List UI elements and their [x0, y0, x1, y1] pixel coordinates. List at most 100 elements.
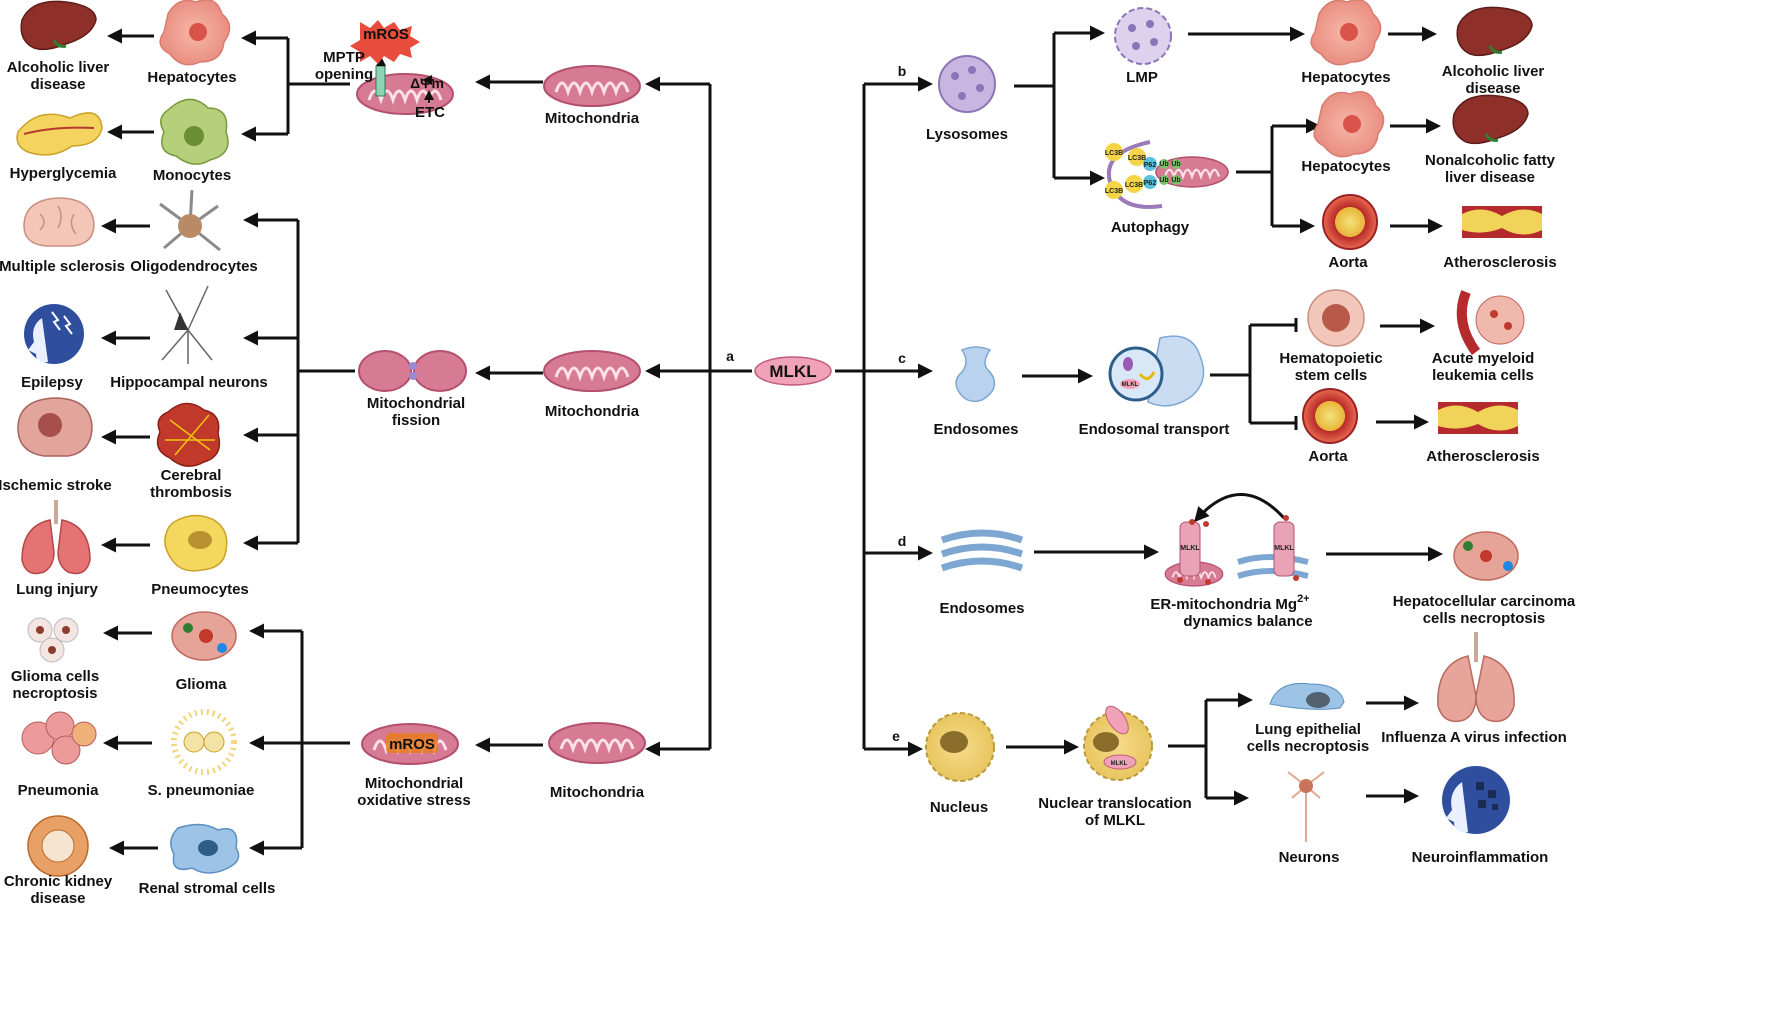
mitochondria-icon: [547, 721, 647, 765]
lung-epithelial-icon: [1269, 682, 1345, 710]
hyperglycemia-label: Hyperglycemia: [10, 165, 117, 182]
hcc-cells-icon: [1453, 531, 1519, 581]
neurons-label: Neurons: [1279, 849, 1340, 866]
right-b-branch: Lysosomes LMP LC3B LC3B LC3B LC3B P62 P6…: [926, 0, 1557, 271]
hepatocytes-label: Hepatocytes: [1301, 69, 1390, 86]
mros-stress-label: mROS: [389, 736, 435, 753]
fission-line1: Mitochondrial: [367, 395, 465, 412]
glioma-cells-line2: necroptosis: [12, 685, 97, 702]
lc3b-tag: LC3B: [1125, 182, 1143, 189]
cerebral-line1: Cerebral: [161, 467, 222, 484]
left-top-branch: Mitochondria mROS MPTP opening ΔΨm ETC H…: [7, 0, 642, 184]
s-pneumoniae-label: S. pneumoniae: [148, 782, 255, 799]
ub-tag: Ub: [1159, 177, 1168, 184]
balance-line2: dynamics balance: [1183, 613, 1312, 630]
lungs-icon: [21, 500, 91, 575]
er-mitochondria-icon: [1164, 515, 1309, 587]
lc3b-tag: LC3B: [1105, 150, 1123, 157]
mptp-line1: MPTP: [323, 49, 365, 66]
mitochondria-icon: [542, 64, 642, 108]
mlkl-tag: MLKL: [1122, 382, 1139, 388]
renal-stromal-cell-icon: [170, 823, 240, 874]
hepatocyte-icon: [159, 0, 231, 66]
ald-line1: Alcoholic liver: [1442, 63, 1545, 80]
fission-line2: fission: [392, 412, 440, 429]
left-mid-branch: Mitochondria Mitochondrial fission Oligo…: [0, 189, 642, 598]
ckd-line2: disease: [30, 890, 85, 907]
mitochondria-label: Mitochondria: [550, 784, 645, 801]
nuclear-translocation-icon: [1083, 705, 1153, 781]
epilepsy-head-icon: [24, 304, 84, 364]
balance-line1: ER-mitochondria Mg2+: [1150, 593, 1309, 613]
mlkl-center: MLKL: [754, 356, 832, 386]
nafld-line1: Nonalcoholic fatty: [1425, 152, 1556, 169]
atherosclerosis-vessel-icon: [1438, 402, 1518, 434]
monocytes-label: Monocytes: [153, 167, 231, 184]
endosomes-label: Endosomes: [939, 600, 1024, 617]
alcoholic-liver-line2: disease: [30, 76, 85, 93]
multiple-sclerosis-label: Multiple sclerosis: [0, 258, 125, 275]
mitochondria-icon: [542, 349, 642, 393]
nucleus-label: Nucleus: [930, 799, 988, 816]
mlkl-label: MLKL: [769, 362, 816, 381]
ckd-line1: Chronic kidney: [4, 873, 113, 890]
endosomes-label: Endosomes: [933, 421, 1018, 438]
translocation-line1: Nuclear translocation: [1038, 795, 1191, 812]
mros-burst-icon: [350, 20, 420, 64]
neuroinflammation-label: Neuroinflammation: [1412, 849, 1549, 866]
right-connectors: [835, 25, 1443, 806]
hepatocyte-icon: [1313, 90, 1385, 158]
pneumocytes-label: Pneumocytes: [151, 581, 249, 598]
lung-epithelial-line1: Lung epithelial: [1255, 721, 1361, 738]
liver-icon: [1455, 5, 1534, 57]
right-d-branch: Endosomes MLKL MLKL ER-mitochondria Mg2+…: [939, 515, 1576, 630]
p62-tag: P62: [1144, 162, 1157, 169]
panel-c-label: c: [898, 350, 906, 366]
ald-line2: disease: [1465, 80, 1520, 97]
mptp-line2: opening: [315, 66, 373, 83]
renal-stromal-label: Renal stromal cells: [139, 880, 276, 897]
stress-line2: oxidative stress: [357, 792, 470, 809]
liver-icon: [19, 0, 98, 51]
right-c-branch: Endosomes MLKL Endosomal transport Hemat…: [933, 289, 1540, 465]
endosome-icon: [955, 346, 996, 403]
ub-tag: Ub: [1171, 177, 1180, 184]
glioma-label: Glioma: [176, 676, 228, 693]
endosomal-transport-label: Endosomal transport: [1079, 421, 1230, 438]
brain-icon: [23, 197, 95, 247]
delta-psi-label: ΔΨm: [410, 75, 444, 91]
mlkl-node: [754, 356, 832, 386]
aorta-icon: [1302, 388, 1358, 444]
mros-badge: [386, 733, 438, 753]
hcc-line2: cells necroptosis: [1423, 610, 1546, 627]
ub-tag: Ub: [1171, 161, 1180, 168]
glioma-cells-line1: Glioma cells: [11, 668, 99, 685]
pneumocyte-icon: [164, 514, 228, 572]
neuroinflammation-head-icon: [1442, 766, 1510, 834]
panel-e-label: e: [892, 728, 900, 744]
hippocampal-neuron-icon: [161, 285, 213, 364]
nucleus-icon: [925, 712, 995, 782]
kidney-icon: [27, 815, 89, 877]
balance-sup: 2+: [1297, 593, 1310, 605]
alcoholic-liver-line1: Alcoholic liver: [7, 59, 110, 76]
mlkl-tag: MLKL: [1274, 545, 1294, 552]
autophagy-icon: [1105, 140, 1230, 209]
mros-label: mROS: [363, 26, 409, 43]
aml-cells-icon: [1456, 290, 1525, 355]
lung-injury-label: Lung injury: [16, 581, 98, 598]
stress-line1: Mitochondrial: [365, 775, 463, 792]
oligodendrocytes-label: Oligodendrocytes: [130, 258, 258, 275]
atherosclerosis-vessel-icon: [1462, 206, 1542, 238]
lc3b-tag: LC3B: [1105, 188, 1123, 195]
aorta-label: Aorta: [1308, 448, 1348, 465]
ischemic-stroke-label: Ischemic stroke: [0, 477, 112, 494]
cerebral-line2: thrombosis: [150, 484, 232, 501]
mlkl-tag: MLKL: [1180, 545, 1200, 552]
panel-a-label: a: [726, 348, 734, 364]
monocyte-icon: [160, 98, 229, 165]
glioma-cells-icon: [27, 617, 79, 663]
hsc-line2: stem cells: [1295, 367, 1368, 384]
aorta-label: Aorta: [1328, 254, 1368, 271]
panel-b-label: b: [898, 63, 907, 79]
